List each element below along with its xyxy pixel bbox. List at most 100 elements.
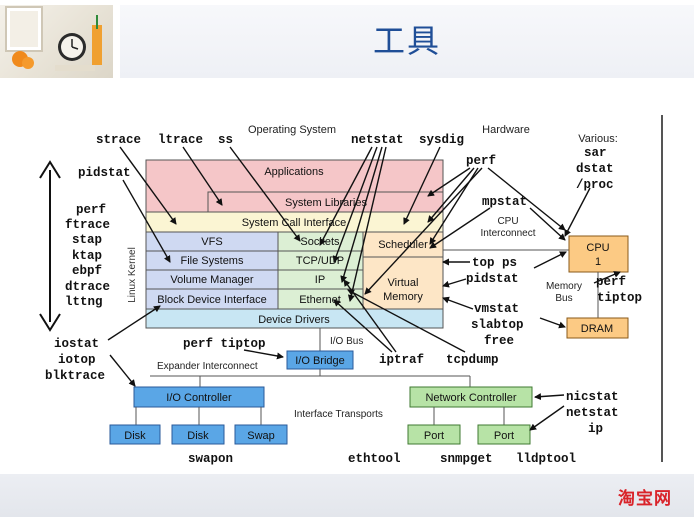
- tool-ktap: ktap: [72, 249, 102, 263]
- arrow-netstat-hw: [529, 405, 565, 431]
- tool-stap: stap: [72, 233, 102, 247]
- virtual-label: Virtual: [388, 277, 419, 289]
- tool-dstat: dstat: [576, 162, 614, 176]
- tool-sar: sar: [584, 146, 607, 160]
- swap-label: Swap: [247, 430, 275, 442]
- disk-label-1: Disk: [124, 430, 146, 442]
- tool-ltrace: ltrace: [158, 133, 203, 147]
- linux-kernel-label: Linux Kernel: [127, 247, 138, 303]
- tool-ebpf: ebpf: [72, 264, 102, 278]
- page-title: 工具: [372, 22, 441, 60]
- tool-iostat: iostat: [54, 337, 99, 351]
- cpu-label: CPU: [586, 242, 609, 254]
- tool-ethtool: ethtool: [348, 452, 401, 466]
- arrow-nicstat: [534, 393, 565, 401]
- tool-dtrace: dtrace: [65, 280, 110, 294]
- tool-perf-left: perf: [76, 203, 106, 217]
- tool-perf-tiptop-mid: perf tiptop: [183, 337, 266, 351]
- tool-vmstat: vmstat: [474, 302, 519, 316]
- tool-netstat: netstat: [351, 133, 404, 147]
- arrow-vmstat: [442, 296, 474, 310]
- tcp-udp-label: TCP/UDP: [296, 255, 344, 267]
- tool-tiptop-hw: tiptop: [597, 291, 642, 305]
- network-controller-box: [409, 386, 533, 408]
- block-device-label: Block Device Interface: [157, 294, 266, 306]
- syscall-label: System Call Interface: [242, 217, 347, 229]
- arrow-iostat: [107, 305, 161, 341]
- arrow-perf-tiptop-mid: [243, 349, 284, 360]
- arrow-pidstat-left: [122, 179, 171, 263]
- cpu-number-label: 1: [595, 256, 601, 268]
- tool-perf-hw: perf: [596, 275, 626, 289]
- disk-box-2: [171, 424, 225, 445]
- cpu-interconnect-label-1: CPU: [497, 216, 518, 227]
- arrow-pidstat-right: [442, 278, 467, 288]
- tool-ftrace: ftrace: [65, 218, 110, 232]
- arrow-netstat-4: [347, 146, 387, 302]
- tool-proc: /proc: [576, 178, 614, 192]
- arrow-perf-hw: [593, 271, 621, 284]
- tool-ip-hw: ip: [588, 422, 603, 436]
- arrow-sysdig: [403, 146, 441, 225]
- tool-free: free: [484, 334, 514, 348]
- applications-label: Applications: [264, 166, 324, 178]
- expander-label: Expander Interconnect: [157, 361, 258, 372]
- footer-band: [0, 474, 694, 517]
- tool-sysdig: sysdig: [419, 133, 464, 147]
- tool-iptraf: iptraf: [379, 353, 424, 367]
- arrow-perf-4: [364, 167, 483, 295]
- system-libraries-label: System Libraries: [285, 197, 367, 209]
- dram-box: [566, 317, 629, 339]
- disk-box-1: [109, 424, 161, 445]
- taobao-brand-logo: 淘宝网: [618, 489, 672, 509]
- hardware-heading: Hardware: [482, 124, 530, 136]
- volume-manager-label: Volume Manager: [170, 274, 253, 286]
- tool-ss: ss: [218, 133, 233, 147]
- port-box-1: [407, 424, 461, 445]
- tool-strace: strace: [96, 133, 141, 147]
- cpu-interconnect-label-2: Interconnect: [480, 228, 535, 239]
- tool-lldptool: lldptool: [516, 452, 576, 466]
- swap-box: [234, 424, 288, 445]
- ip-label: IP: [315, 274, 325, 286]
- arrow-mpstat-1: [429, 207, 491, 249]
- interface-transports-label: Interface Transports: [294, 409, 383, 420]
- arrow-netstat-2: [332, 146, 378, 263]
- tool-snmpget: snmpget: [440, 452, 493, 466]
- vfs-label: VFS: [201, 236, 222, 248]
- header-photo: [0, 5, 113, 78]
- arrow-perf-1: [427, 167, 471, 197]
- disk-label-2: Disk: [187, 430, 209, 442]
- various-heading: Various:: [578, 133, 618, 145]
- port-label-2: Port: [494, 430, 514, 442]
- arrow-ss: [229, 146, 301, 242]
- tool-lttng: lttng: [65, 295, 103, 309]
- title-bar: 工具: [120, 5, 694, 78]
- memory-label: Memory: [383, 291, 423, 303]
- arrow-slabtop-dram: [539, 317, 566, 329]
- ethernet-label: Ethernet: [299, 294, 341, 306]
- arrow-perf-5: [487, 167, 566, 231]
- tool-tcpdump: tcpdump: [446, 353, 499, 367]
- device-drivers-label: Device Drivers: [258, 314, 330, 326]
- arrow-iptraf-1: [333, 299, 393, 353]
- io-controller-label: I/O Controller: [166, 392, 232, 404]
- arrow-top-ps-cpu: [533, 251, 567, 269]
- memory-bus-label-1: Memory: [546, 281, 582, 292]
- tool-slabtop: slabtop: [471, 318, 524, 332]
- file-systems-label: File Systems: [181, 255, 244, 267]
- io-bridge-label: I/O Bridge: [295, 355, 345, 367]
- tool-top-ps: top ps: [472, 256, 517, 270]
- dram-label: DRAM: [581, 323, 613, 335]
- arrow-iotop: [109, 354, 136, 387]
- arrow-mpstat-2: [529, 207, 566, 241]
- port-box-2: [477, 424, 531, 445]
- tool-netstat-hw: netstat: [566, 406, 619, 420]
- os-heading: Operating System: [248, 124, 336, 136]
- tool-mpstat: mpstat: [482, 195, 527, 209]
- sockets-label: Sockets: [300, 236, 340, 248]
- arrow-tcpdump: [347, 289, 466, 353]
- tool-blktrace: blktrace: [45, 369, 105, 383]
- io-bus-label: I/O Bus: [330, 336, 363, 347]
